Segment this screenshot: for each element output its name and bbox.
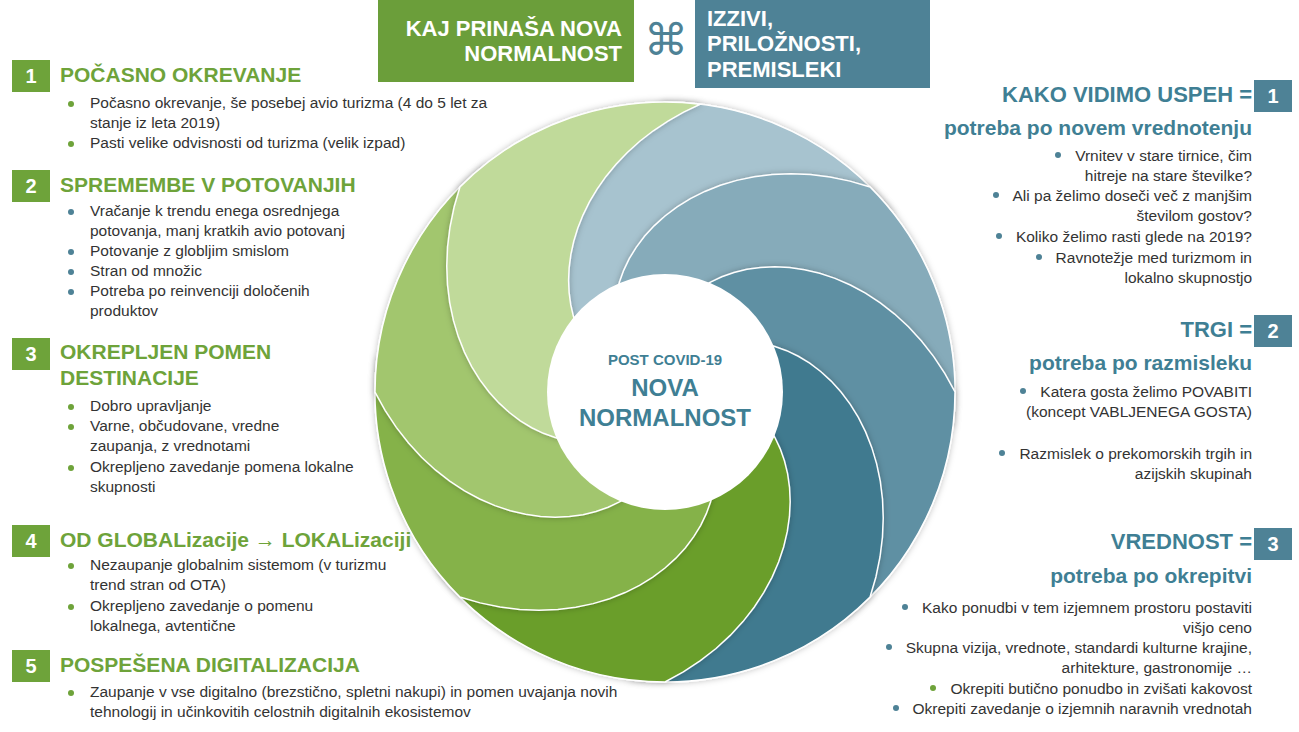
callout-number: 3	[1254, 533, 1292, 556]
bullet-text: Stran od množic	[62, 261, 397, 281]
section-subheading: potreba po razmisleku	[852, 350, 1252, 375]
callout-number: 4	[12, 530, 50, 553]
section-subheading: potreba po okrepitvi	[852, 563, 1252, 588]
bullet-text: Potreba po reinvenciji določenih produkt…	[62, 281, 362, 320]
number-badge: 3	[12, 338, 50, 370]
command-symbol: ⌘	[640, 18, 692, 62]
section-subheading: potreba po novem vrednotenju	[852, 115, 1252, 140]
bullet-text: Kako ponudbi v tem izjemnem prostoru pos…	[867, 598, 1252, 637]
bullet-text: Okrepljeno zavedanje o pomenu lokalnega,…	[62, 596, 362, 635]
section-heading: POČASNO OKREVANJE	[60, 62, 540, 88]
bullet-text: Okrepiti butično ponudbo in zvišati kako…	[842, 679, 1252, 699]
header-box: KAJ PRINAŠA NOVA NORMALNOST	[378, 0, 634, 82]
center-title: NOVA NORMALNOST	[567, 373, 763, 433]
number-badge: 2	[1254, 315, 1292, 347]
section-heading: OKREPLJEN POMEN DESTINACIJE	[60, 339, 330, 392]
bullet-text: Skupna vizija, vrednote, standardi kultu…	[842, 638, 1252, 677]
bullet-text: Koliko želimo rasti glede na 2019?	[922, 227, 1252, 247]
callout-number: 2	[12, 175, 50, 198]
bullet-text: Okrepljeno zavedanje pomena lokalne skup…	[62, 457, 362, 496]
bullet-text: Vračanje k trendu enega osrednjega potov…	[62, 201, 397, 240]
number-badge: 1	[12, 60, 50, 92]
bullet-text: Dobro upravljanje	[62, 396, 362, 416]
bullet-text: Varne, občudovane, vredne zaupanja, z vr…	[62, 416, 337, 455]
header-text: KAJ PRINAŠA NOVA NORMALNOST	[390, 16, 622, 67]
number-badge: 3	[1254, 528, 1292, 560]
bullet-text: Ravnotežje med turizmom in lokalno skupn…	[1017, 248, 1252, 287]
number-badge: 2	[12, 170, 50, 202]
callout-number: 1	[1254, 85, 1292, 108]
center-subtitle: POST COVID-19	[567, 351, 763, 370]
number-badge: 4	[12, 525, 50, 557]
callout-number: 3	[12, 343, 50, 366]
bullet-text: Ali pa želimo doseči več z manjšim števi…	[952, 186, 1252, 225]
bullet-text: Katera gosta želimo POVABITI (koncept VA…	[1007, 382, 1252, 421]
section-heading: SPREMEMBE V POTOVANJIH	[60, 172, 460, 198]
callout-number: 5	[12, 655, 50, 678]
header-box: IZZIVI, PRILOŽNOSTI, PREMISLEKI	[695, 0, 930, 88]
bullet-text: Vrnitev v stare tirnice, čim hitreje na …	[1027, 146, 1252, 185]
section-heading: KAKO VIDIMO USPEH =	[852, 82, 1252, 108]
callout-number: 2	[1254, 320, 1292, 343]
center-circle: POST COVID-19NOVA NORMALNOST	[547, 274, 783, 510]
bullet-text: Potovanje z globljim smislom	[62, 241, 397, 261]
bullet-text: Počasno okrevanje, še posebej avio turiz…	[62, 93, 532, 132]
number-badge: 5	[12, 650, 50, 682]
section-heading: OD GLOBALizacije → LOKALizaciji	[60, 527, 480, 553]
number-badge: 1	[1254, 80, 1292, 112]
bullet-text: Nezaupanje globalnim sistemom (v turizmu…	[62, 555, 392, 594]
section-heading: TRGI =	[852, 317, 1252, 343]
section-heading: VREDNOST =	[852, 529, 1252, 555]
callout-number: 1	[12, 65, 50, 88]
bullet-text: Zaupanje v vse digitalno (brezstično, sp…	[62, 682, 682, 721]
bullet-text: Pasti velike odvisnosti od turizma (veli…	[62, 133, 542, 153]
bullet-text: Razmislek o prekomorskih trgih in azijsk…	[972, 444, 1252, 483]
header-text: IZZIVI, PRILOŽNOSTI, PREMISLEKI	[707, 6, 918, 82]
bullet-text: Okrepiti zavedanje o izjemnih naravnih v…	[842, 699, 1252, 719]
section-heading: POSPEŠENA DIGITALIZACIJA	[60, 652, 540, 678]
